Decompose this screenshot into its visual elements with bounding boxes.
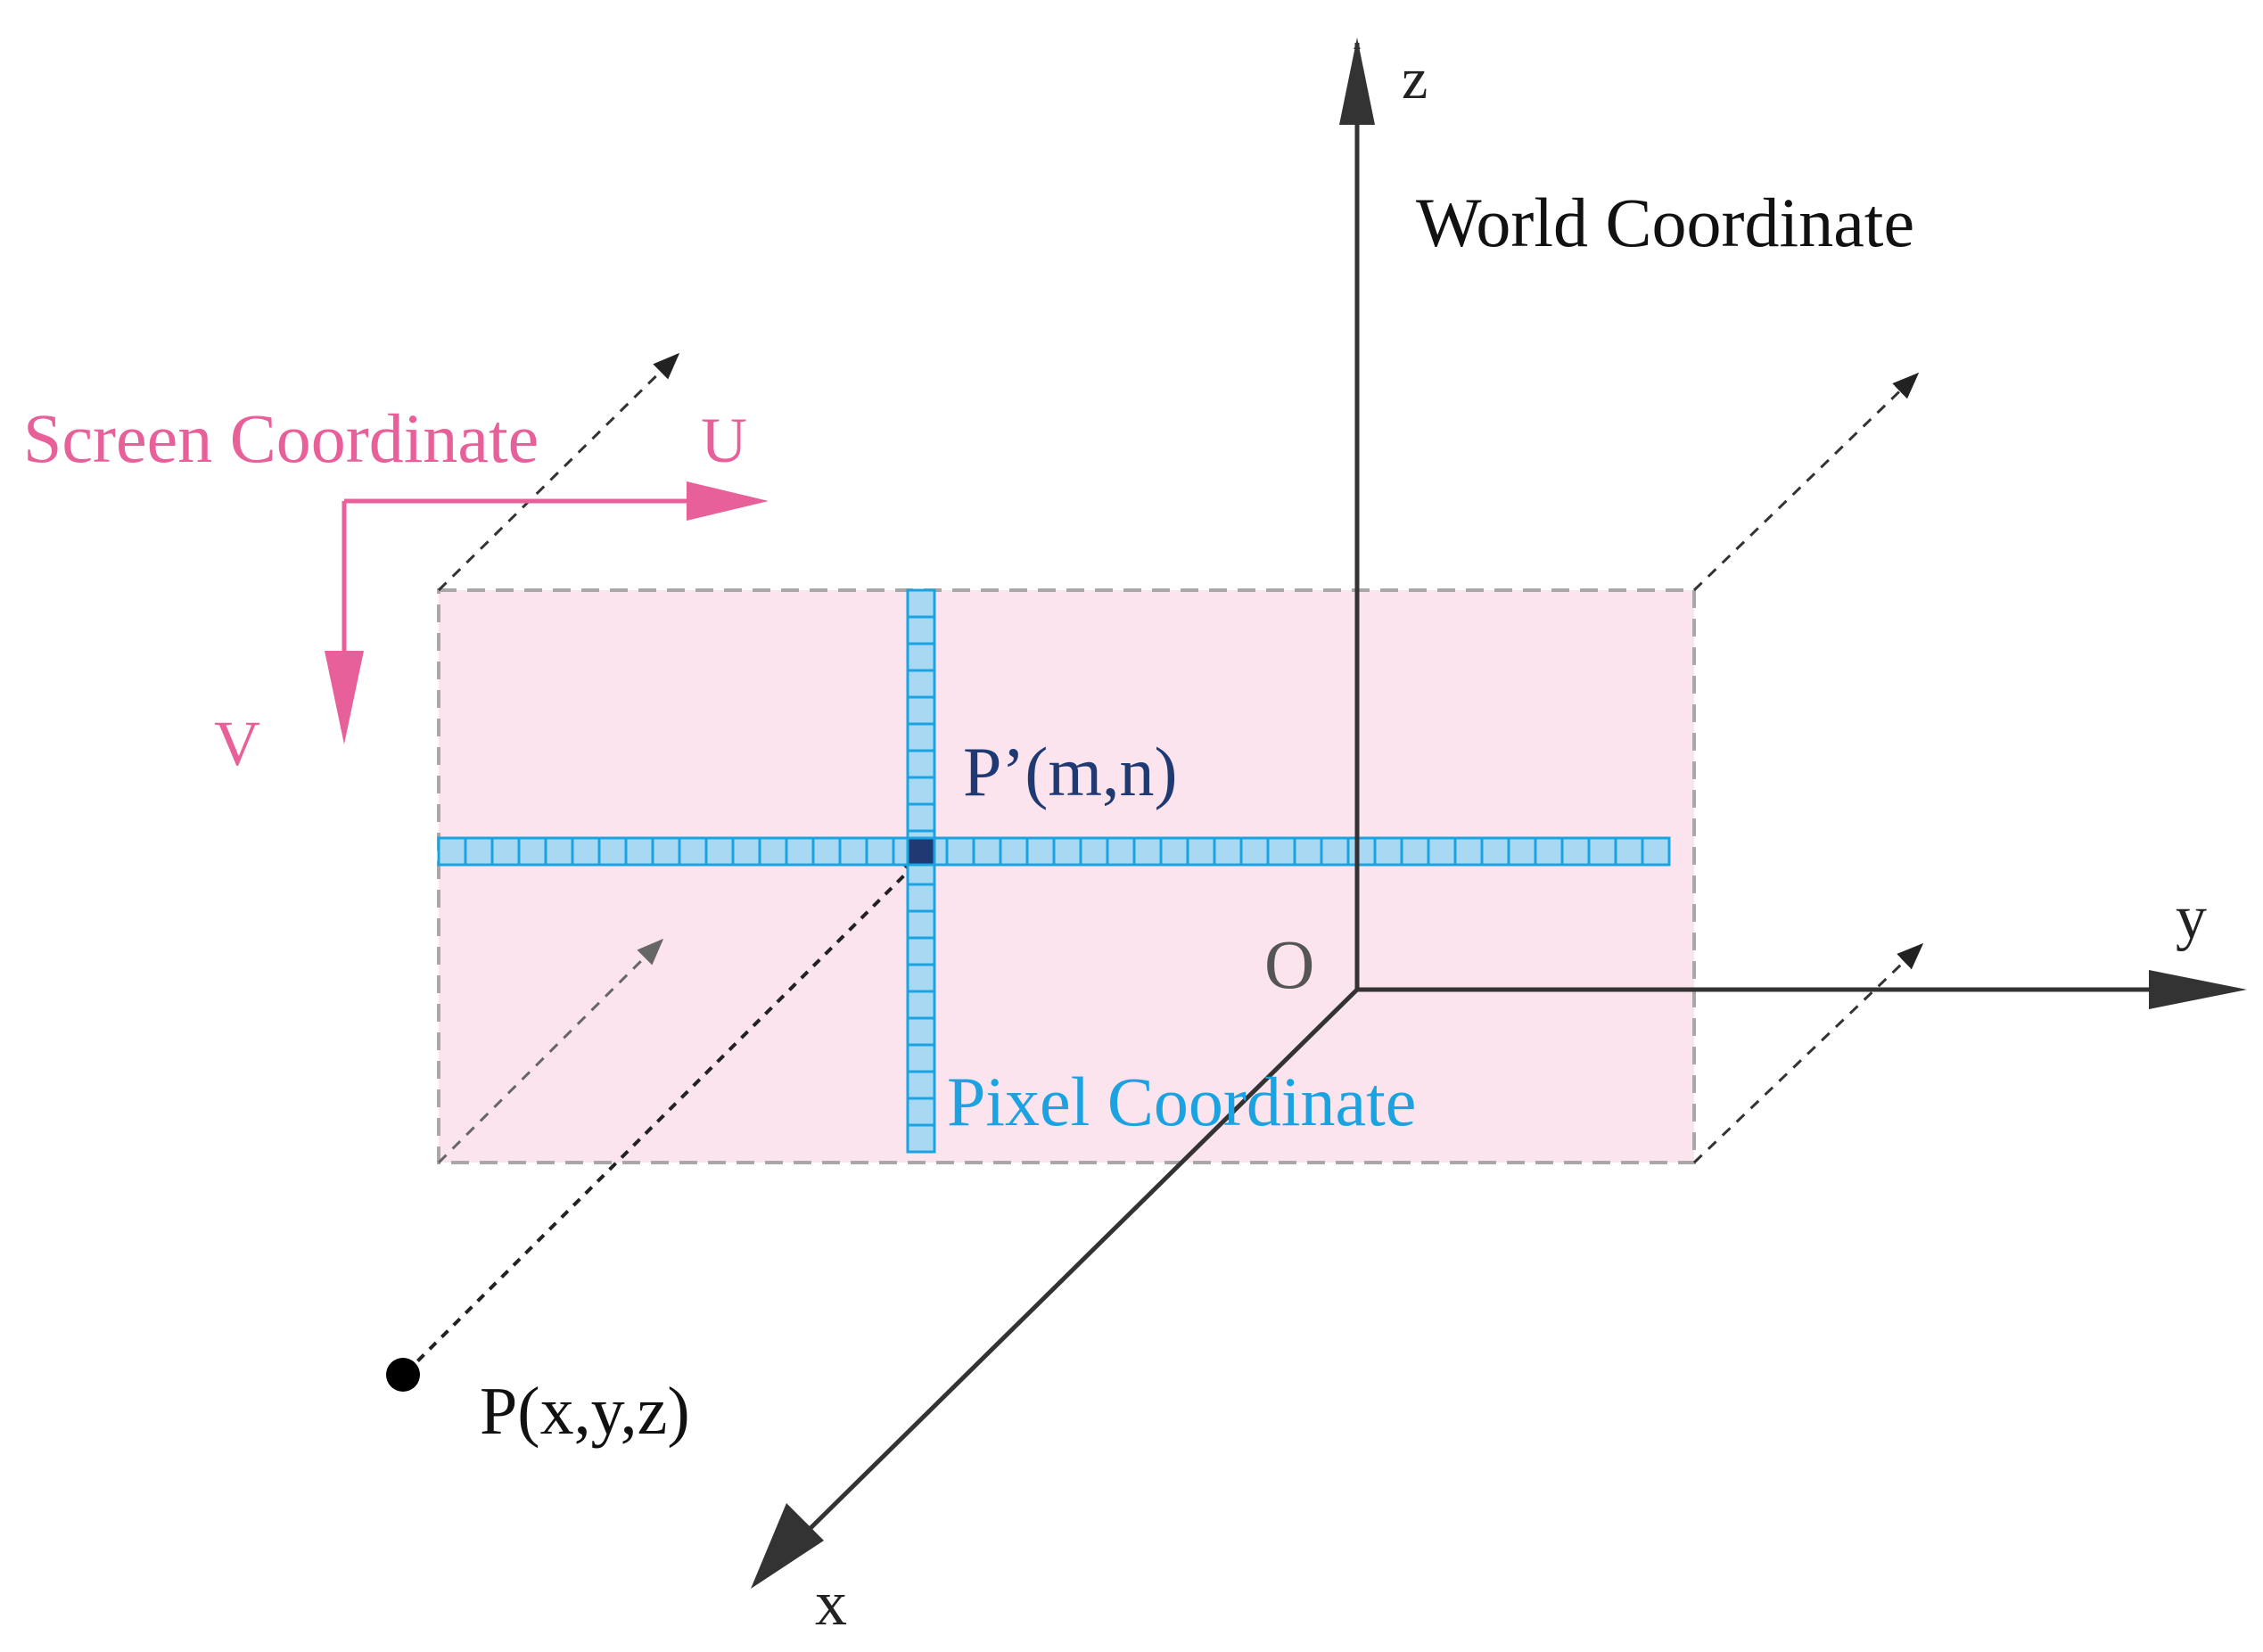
pixel-cell [972, 836, 1002, 867]
pixel-cell [1346, 836, 1377, 867]
pixel-coordinate-label: Pixel Coordinate [947, 1063, 1416, 1140]
pixel-cell [758, 836, 788, 867]
pixel-cell [517, 836, 547, 867]
pixel-cell [838, 836, 868, 867]
pixel-cell [906, 695, 936, 726]
pixel-cell [1079, 836, 1109, 867]
ray-top-right [1692, 372, 1920, 592]
pixel-cell [597, 836, 628, 867]
pixel-cell [464, 836, 494, 867]
pixel-cell [1159, 836, 1189, 867]
screen-coordinate-label: Screen Coordinate [23, 399, 539, 477]
screen-u-label: U [701, 405, 747, 476]
pixel-cell [906, 990, 936, 1020]
pixel-cell [906, 883, 936, 913]
pixel-cell [1614, 836, 1644, 867]
axis-x-arrowhead [751, 1503, 824, 1589]
pixel-cell [906, 1070, 936, 1100]
pixel-cell [490, 836, 521, 867]
ray-point-to-pixel [404, 851, 928, 1375]
pixel-cell [1641, 836, 1671, 867]
screen-axis-v-arrowhead [325, 651, 364, 744]
pixel-cell [1239, 836, 1270, 867]
pixel-cell [906, 1016, 936, 1047]
pixel-cell [544, 836, 574, 867]
pixel-cell [999, 836, 1029, 867]
pixel-cell [651, 836, 681, 867]
pixel-cell [906, 722, 936, 752]
point-world-label: P(x,y,z) [480, 1374, 690, 1449]
screen-axis-u-arrowhead [687, 481, 769, 521]
pixel-cell [906, 588, 936, 619]
pixel-row [437, 836, 1671, 867]
pixel-cell [906, 749, 936, 779]
pixel-cell [1132, 836, 1163, 867]
pixel-cell [1400, 836, 1430, 867]
pixel-column [906, 588, 936, 1154]
world-coordinate-label: World Coordinate [1416, 184, 1914, 261]
pixel-cell [945, 836, 975, 867]
pixel-cell [1266, 836, 1296, 867]
pixel-cell [437, 836, 467, 867]
pixel-cell [906, 909, 936, 940]
screen-plane [437, 588, 1696, 1164]
pixel-cell [624, 836, 654, 867]
axis-y-label: y [2176, 884, 2207, 952]
pixel-cell [1213, 836, 1243, 867]
selected-pixel [906, 836, 936, 867]
pixel-cell [906, 615, 936, 645]
pixel-cell [1025, 836, 1056, 867]
point-pixel-label: P’(m,n) [963, 733, 1177, 810]
pixel-cell [1106, 836, 1136, 867]
point-p-dot [386, 1358, 420, 1392]
pixel-cell [1373, 836, 1403, 867]
pixel-cell [906, 776, 936, 806]
pixel-cell [1480, 836, 1510, 867]
axis-x-label: x [815, 1567, 847, 1639]
pixel-cell [1427, 836, 1457, 867]
pixel-cell [1052, 836, 1082, 867]
pixel-cell [906, 669, 936, 699]
origin-label: O [1264, 925, 1314, 1003]
ray-bottom-left [437, 938, 664, 1164]
screen-v-label: V [214, 708, 260, 779]
axis-x [805, 988, 1359, 1533]
pixel-cell [906, 642, 936, 672]
pixel-cell [865, 836, 895, 867]
axis-z-arrowhead [1339, 37, 1375, 125]
pixel-cell [906, 1097, 936, 1127]
axis-z-label: z [1402, 46, 1428, 111]
pixel-cell [1320, 836, 1350, 867]
axis-y-arrowhead [2149, 970, 2247, 1009]
pixel-cell [704, 836, 735, 867]
pixel-cell [906, 1043, 936, 1073]
pixel-cell [906, 1123, 936, 1154]
pixel-cell [906, 963, 936, 993]
pixel-cell [811, 836, 842, 867]
pixel-cell [731, 836, 761, 867]
pixel-cell [906, 936, 936, 966]
pixel-cell [1293, 836, 1323, 867]
ray-bottom-right [1692, 942, 1924, 1164]
pixel-cell [678, 836, 708, 867]
pixel-cell [1587, 836, 1617, 867]
pixel-cell [1534, 836, 1564, 867]
pixel-cell [906, 802, 936, 833]
pixel-cell [1453, 836, 1484, 867]
pixel-cell [785, 836, 815, 867]
pixel-cell [1186, 836, 1216, 867]
pixel-cell [1560, 836, 1591, 867]
ray-top-left [437, 352, 680, 592]
pixel-cell [571, 836, 601, 867]
pixel-cell [1507, 836, 1537, 867]
